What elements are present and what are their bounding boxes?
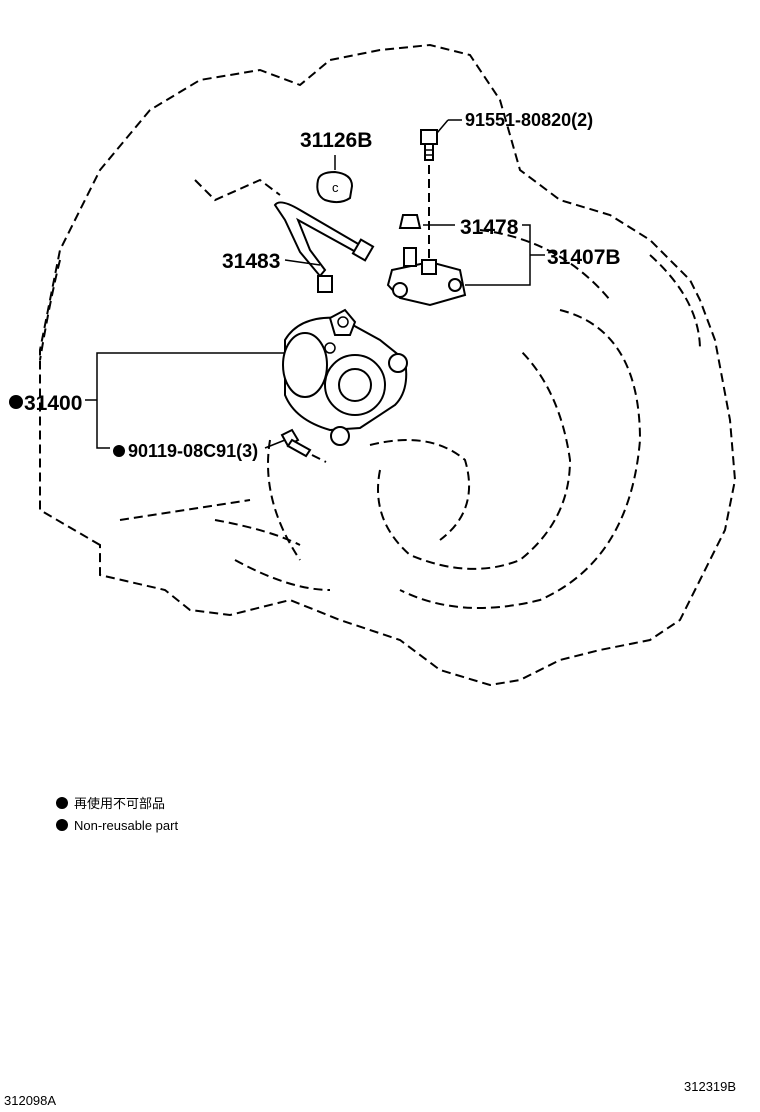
legend-bullet-en (56, 819, 68, 831)
bolt-91551 (420, 129, 438, 265)
label-91551-80820: 91551-80820(2) (465, 110, 593, 130)
legend-text-jp: 再使用不可部品 (74, 796, 165, 811)
release-cylinder-31400 (282, 308, 408, 446)
non-reusable-marker-90119 (113, 445, 125, 457)
svg-text:c: c (332, 180, 339, 195)
label-31407B: 31407B (547, 246, 621, 269)
non-reusable-marker-31400 (9, 395, 23, 409)
union-31407B (386, 247, 467, 307)
plug-31126B: c (316, 170, 354, 204)
label-31483: 31483 (222, 250, 280, 273)
label-31478: 31478 (460, 216, 519, 239)
illustration-code-right: 312319B (684, 1079, 736, 1094)
legend-bullet-jp (56, 797, 68, 809)
label-31126B: 31126B (300, 129, 372, 152)
label-31400: 31400 (24, 392, 82, 415)
transmission-housing (39, 43, 737, 687)
tube-31483 (273, 201, 375, 293)
leader-lines (85, 119, 545, 449)
legend-text-en: Non-reusable part (74, 818, 178, 833)
illustration-code-left: 312098A (4, 1093, 56, 1108)
callouts: 31126B 91551-80820(2) 31478 31407B 31483… (9, 110, 621, 461)
legend: 再使用不可部品 Non-reusable part (56, 796, 178, 833)
bolt-90119 (280, 428, 327, 463)
label-90119-08C91: 90119-08C91(3) (128, 441, 258, 461)
seat-31478 (398, 214, 422, 229)
